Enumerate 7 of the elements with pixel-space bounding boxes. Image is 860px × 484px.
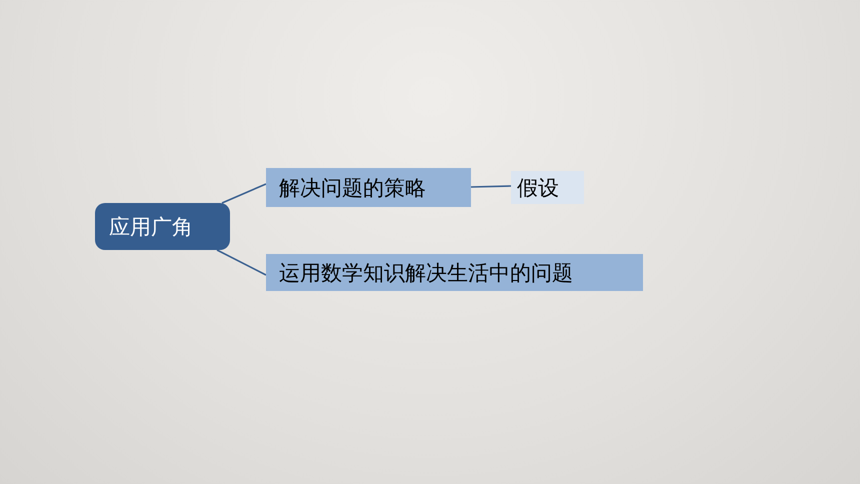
topic-box: 应用广角 <box>95 203 230 250</box>
branch-box: 运用数学知识解决生活中的问题 <box>266 254 643 291</box>
connector-line <box>222 183 266 204</box>
connector-line <box>216 249 266 276</box>
branch-box: 解决问题的策略 <box>266 168 471 207</box>
leaf-box: 假设 <box>511 171 584 204</box>
connector-line <box>470 185 512 188</box>
